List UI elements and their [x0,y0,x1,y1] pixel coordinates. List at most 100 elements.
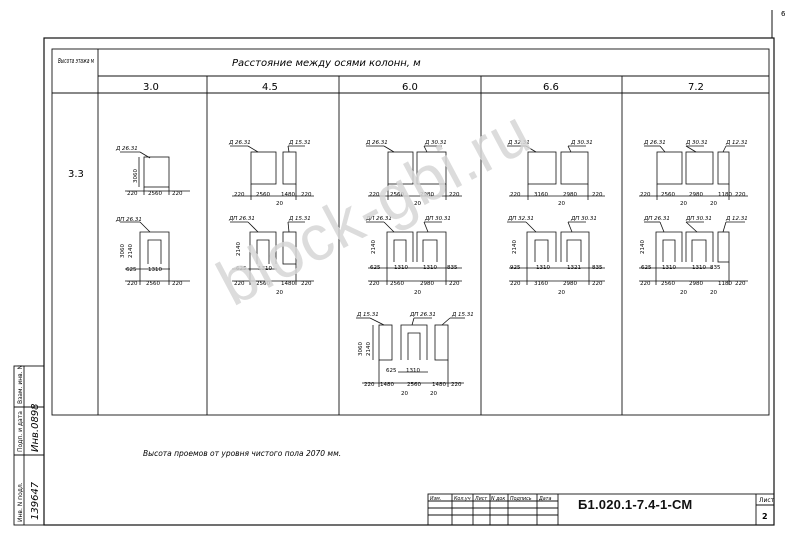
document-code: Б1.020.1-7.4-1-СМ [578,497,693,512]
dim-1310: 1310 [148,267,162,273]
label-dp-30-31: ДП 30.31 [424,216,451,222]
dim-20: 20 [558,201,565,207]
cell-7-2-door-bottom [639,221,748,285]
dim-20: 20 [710,201,717,207]
dim-220: 220 [301,281,312,287]
dim-1480: 1480 [380,382,394,388]
sheet-frame [43,10,775,526]
cell-3-0-door-top [120,151,190,195]
dim-3160: 3160 [534,281,548,287]
dim-1480: 1480 [281,281,295,287]
dim-220: 220 [449,281,460,287]
label-d-12-31: Д 12.31 [725,140,748,146]
label-d-26-31: Д 26.31 [643,140,666,146]
dim-220: 220 [234,192,245,198]
dim-220: 220 [449,192,460,198]
dim-2140: 2140 [371,240,377,254]
label-d-30-31: Д 30.31 [570,140,593,146]
dim-20: 20 [710,290,717,296]
dim-3060: 3060 [358,342,364,356]
dim-220: 220 [127,191,138,197]
dim-2980: 2980 [420,192,434,198]
dim-20: 20 [276,290,283,296]
dim-1321: 1321 [567,265,581,271]
dim-220: 220 [735,281,746,287]
spacing-4-5: 4.5 [262,82,278,93]
dim-3160: 3160 [534,192,548,198]
cell-6-6-door-bottom [507,221,605,285]
dim-3060: 3060 [120,244,126,258]
dim-2980: 2980 [689,281,703,287]
label-dp-30-31: ДП 30.31 [685,216,712,222]
tb-col-kol: Кол.уч [454,496,471,502]
dim-835: 835 [592,265,603,271]
spacing-6-0: 6.0 [402,82,418,93]
cell-3-0-door-bottom [120,221,190,285]
dim-20: 20 [430,391,437,397]
side-stamp [13,365,45,526]
label-d-26-31: Д 26.31 [228,140,251,146]
label-d-32-31: Д 32.31 [507,140,530,146]
cell-7-2-door-top [639,145,748,200]
label-dp-30-31: ДП 30.31 [570,216,597,222]
dim-2560: 2560 [407,382,421,388]
label-d-12-31: Д 12.31 [725,216,748,222]
label-dp-26-31: ДП 26.31 [228,216,255,222]
row-header-label: Высота этажа м [58,57,94,65]
dim-1310: 1310 [258,266,272,272]
dim-1180: 1180 [718,192,732,198]
dim-1310: 1310 [406,368,420,374]
tb-col-list: Лист [474,496,487,502]
dim-20: 20 [414,290,421,296]
dim-2980: 2980 [563,281,577,287]
label-d-30-31: Д 30.31 [424,140,447,146]
stamp-sign-value: Инв.0898 [30,403,41,452]
stamp-inv-value: 139647 [30,481,41,520]
spacing-7-2: 7.2 [688,82,704,93]
dim-1310: 1310 [536,265,550,271]
tb-col-izm: Изм. [430,496,441,502]
dim-2980: 2980 [689,192,703,198]
dim-2560: 2560 [146,281,160,287]
cell-6-0-door-low [356,317,465,387]
dim-2560: 2560 [148,191,162,197]
dim-2980: 2980 [420,281,434,287]
dim-625: 625 [370,265,381,271]
stamp-sign-label: Подп. и дата [17,411,24,452]
label-dp-26-31: ДП 26.31 [643,216,670,222]
dim-220: 220 [640,281,651,287]
label-d-15-31: Д 15.31 [288,140,311,146]
page-number: 6 [781,10,786,18]
dim-220: 220 [369,281,380,287]
dim-2980: 2980 [563,192,577,198]
dim-925: 925 [510,265,521,271]
label-d-15-31: Д 15.31 [356,312,379,318]
tb-col-ndoc: N док [491,496,505,502]
spacing-table-grid [51,48,770,416]
dim-835: 835 [447,265,458,271]
dim-1310: 1310 [692,265,706,271]
dim-2140: 2140 [236,242,242,256]
note-text: Высота проемов от уровня чистого пола 20… [143,449,341,458]
dim-20: 20 [401,391,408,397]
dim-220: 220 [369,192,380,198]
dim-1310: 1310 [423,265,437,271]
dim-1480: 1480 [432,382,446,388]
dim-220: 220 [451,382,462,388]
cell-4-5-door-bottom [230,221,314,285]
label-dp-26-31: ДП 26.31 [409,312,436,318]
cell-6-0-door-mid [366,221,462,285]
label-d-15-31: Д 15.31 [288,216,311,222]
label-d-30-31: Д 30.31 [685,140,708,146]
spacing-3-0: 3.0 [143,82,159,93]
dim-625: 625 [236,266,247,272]
label-d-15-31: Д 15.31 [451,312,474,318]
tb-col-date: Дата [538,496,551,502]
dim-20: 20 [558,290,565,296]
dim-220: 220 [172,191,183,197]
dim-220: 220 [640,192,651,198]
label-d-26-31: Д 26.31 [365,140,388,146]
dim-220: 220 [364,382,375,388]
dim-2560: 2560 [256,192,270,198]
